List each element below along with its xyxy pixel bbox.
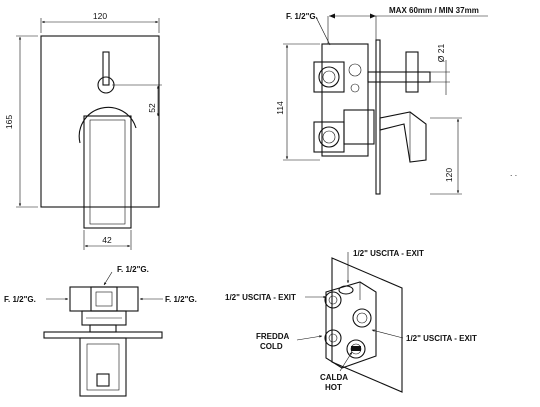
height-120-dimension: 120 (444, 168, 454, 182)
bottom-plate (43, 331, 163, 339)
iso-right-outlet (352, 308, 372, 328)
iso-cold-inlet (324, 329, 342, 347)
iso-wall-plate (331, 257, 403, 393)
iso-exit-left-label: 1/2" USCITA - EXIT (225, 293, 296, 302)
diameter-dimension: Ø 21 (436, 44, 446, 63)
iso-exit-top-label: 1/2" USCITA - EXIT (353, 249, 424, 258)
iso-hot-inlet (346, 339, 366, 359)
iso-cold-label-en: COLD (260, 342, 283, 351)
bottom-handle (79, 337, 127, 397)
side-inlet-label: F. 1/2"G. (286, 12, 318, 21)
diverter-stem (102, 51, 110, 86)
side-view: F. 1/2"G. MAX 60mm / MIN 37mm Ø 21 (275, 6, 517, 195)
bottom-body (69, 286, 139, 312)
iso-hot-label-en: HOT (325, 383, 342, 392)
height-dimension: 165 (4, 115, 14, 129)
iso-hot-label: CALDA (320, 373, 348, 382)
bottom-right-label: F. 1/2"G. (165, 295, 197, 304)
iso-left-outlet (324, 291, 342, 309)
bottom-view: F. 1/2"G. F. 1/2"G. F. 1/2"G. (4, 265, 197, 397)
iso-exit-right-label: 1/2" USCITA - EXIT (406, 334, 477, 343)
iso-body (325, 281, 377, 369)
side-diverter (367, 71, 431, 83)
wall-plate (375, 39, 381, 195)
depth-label: MAX 60mm / MIN 37mm (389, 6, 479, 15)
valve-body (321, 43, 369, 157)
handle-width-dimension: 42 (102, 235, 112, 245)
bottom-left-label: F. 1/2"G. (4, 295, 36, 304)
handle-rosette (78, 106, 137, 144)
cover-plate (40, 35, 160, 208)
iso-view: 1/2" USCITA - EXIT 1/2" USCITA - EXIT 1/… (225, 249, 477, 393)
upper-inlet (313, 61, 345, 93)
side-handle (379, 111, 427, 163)
mixer-handle (83, 115, 132, 229)
height-114-dimension: 114 (275, 101, 285, 115)
lever-offset-dimension: 52 (147, 103, 157, 113)
width-dimension: 120 (93, 11, 107, 21)
bottom-top-label: F. 1/2"G. (117, 265, 149, 274)
side-dots: . . (510, 168, 517, 178)
iso-cold-label: FREDDA (256, 332, 290, 341)
front-view: 120 165 52 42 (4, 11, 162, 250)
